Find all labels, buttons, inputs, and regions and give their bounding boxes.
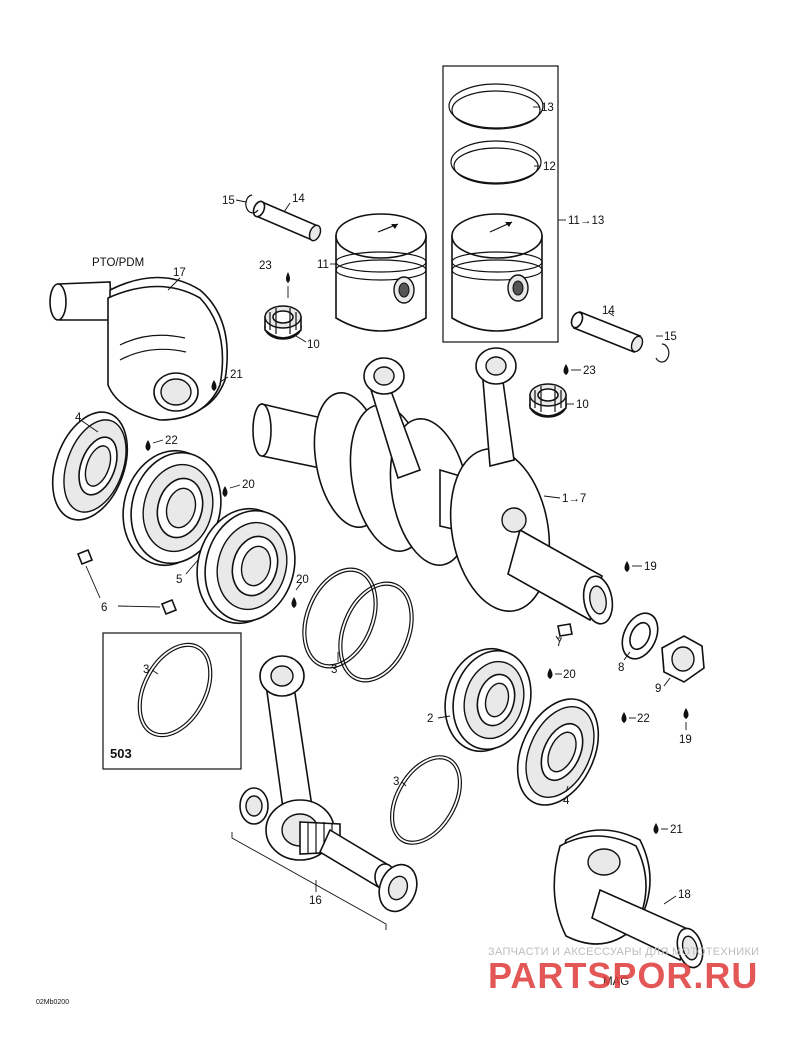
- drop-23-top: [286, 272, 290, 298]
- drop-20-left: [222, 484, 241, 497]
- label-14-top: 14: [292, 193, 305, 205]
- label-15-top: 15: [222, 195, 235, 207]
- woodruff-key-7: [555, 623, 573, 643]
- label-1-7: 1→7: [562, 493, 586, 505]
- drop-21-bottom: [653, 823, 668, 834]
- label-13: 13: [541, 102, 554, 114]
- ball-bearing-5-upper: [122, 449, 222, 567]
- label-20-left: 20: [242, 479, 255, 491]
- seal-4-left: [51, 411, 129, 521]
- label-4-left: 4: [75, 412, 82, 424]
- crankshaft-assembly: [252, 347, 614, 625]
- seal-4-right: [516, 698, 600, 806]
- o-ring-3-bottom: [390, 755, 462, 845]
- nut-9: [661, 635, 705, 687]
- drop-21-top: [211, 376, 229, 391]
- label-3-box: 3: [143, 664, 149, 676]
- label-8: 8: [618, 662, 624, 674]
- label-12: 12: [543, 161, 556, 173]
- drop-23-right: [563, 364, 581, 375]
- needle-bearing-10-top: [264, 305, 307, 343]
- label-pto-pdm: PTO/PDM: [92, 257, 144, 269]
- label-19-top: 19: [644, 561, 657, 573]
- label-10-top: 10: [307, 339, 320, 351]
- label-23-right: 23: [583, 365, 596, 377]
- watermark-tagline: ЗАПЧАСТИ И АКСЕССУАРЫ ДЛЯ МОТОТЕХНИКИ: [488, 946, 759, 958]
- drop-19-top: [624, 561, 642, 572]
- label-11-13: 11→13: [568, 215, 604, 227]
- label-22-left: 22: [165, 435, 178, 447]
- ball-bearing-5-lower: [185, 507, 296, 625]
- drop-22-right: [621, 712, 636, 723]
- label-17: 17: [173, 267, 186, 279]
- piston-pin-14-top: [252, 200, 322, 242]
- part-labels: 13 12 11→13 15 14 11 23 10 PTO/PDM 17 21…: [36, 102, 692, 1006]
- crank-half-17: [49, 276, 228, 421]
- label-10-right: 10: [576, 399, 589, 411]
- label-21-top: 21: [230, 369, 243, 381]
- box-503: [102, 632, 242, 770]
- piston-in-box: [451, 213, 543, 332]
- label-23-top: 23: [259, 260, 272, 272]
- label-11: 11: [317, 259, 329, 271]
- lock-washer-8: [621, 612, 659, 661]
- piston-kit-box: [442, 65, 566, 343]
- drop-20-mid: [291, 581, 303, 608]
- label-22-right: 22: [637, 713, 650, 725]
- drop-20-right: [547, 668, 562, 679]
- drop-19-bottom: [683, 708, 689, 730]
- label-21-bottom: 21: [670, 824, 683, 836]
- label-18: 18: [678, 889, 691, 901]
- label-7: 7: [556, 637, 562, 649]
- ball-bearing-2: [437, 647, 532, 753]
- label-3-middle: 3: [331, 664, 337, 676]
- piston-ring-13: [448, 83, 544, 130]
- label-5: 5: [176, 574, 182, 586]
- label-4-right: 4: [563, 795, 570, 807]
- watermark: ЗАПЧАСТИ И АКСЕССУАРЫ ДЛЯ МОТОТЕХНИКИ PA…: [488, 946, 759, 996]
- label-16: 16: [309, 895, 322, 907]
- piston-pin-14-right: [570, 310, 644, 354]
- label-19-bottom: 19: [679, 734, 692, 746]
- piston-11: [330, 213, 427, 332]
- label-503: 503: [110, 746, 132, 761]
- watermark-logo: PARTSPOR.RU: [488, 955, 758, 996]
- piston-ring-12: [450, 140, 542, 185]
- drawing-id: 02Mb0200: [36, 999, 69, 1006]
- circlip-15-top: [235, 194, 259, 214]
- label-9: 9: [655, 683, 661, 695]
- connecting-rod-16: [231, 655, 418, 930]
- label-3-bottom: 3: [393, 776, 399, 788]
- label-2: 2: [427, 713, 433, 725]
- dowel-pins-6: [76, 548, 178, 616]
- label-mag: MAG: [603, 976, 629, 988]
- circlip-15-right: [655, 335, 670, 363]
- label-20-mid: 20: [296, 574, 309, 586]
- crank-half-18: [553, 829, 704, 969]
- label-20-right: 20: [563, 669, 576, 681]
- label-15-right: 15: [664, 331, 677, 343]
- needle-bearing-10-right: [529, 383, 574, 418]
- label-6: 6: [101, 602, 107, 614]
- o-rings-3-middle: [302, 567, 414, 683]
- label-14-right: 14: [602, 305, 615, 317]
- drop-22-left: [145, 439, 164, 451]
